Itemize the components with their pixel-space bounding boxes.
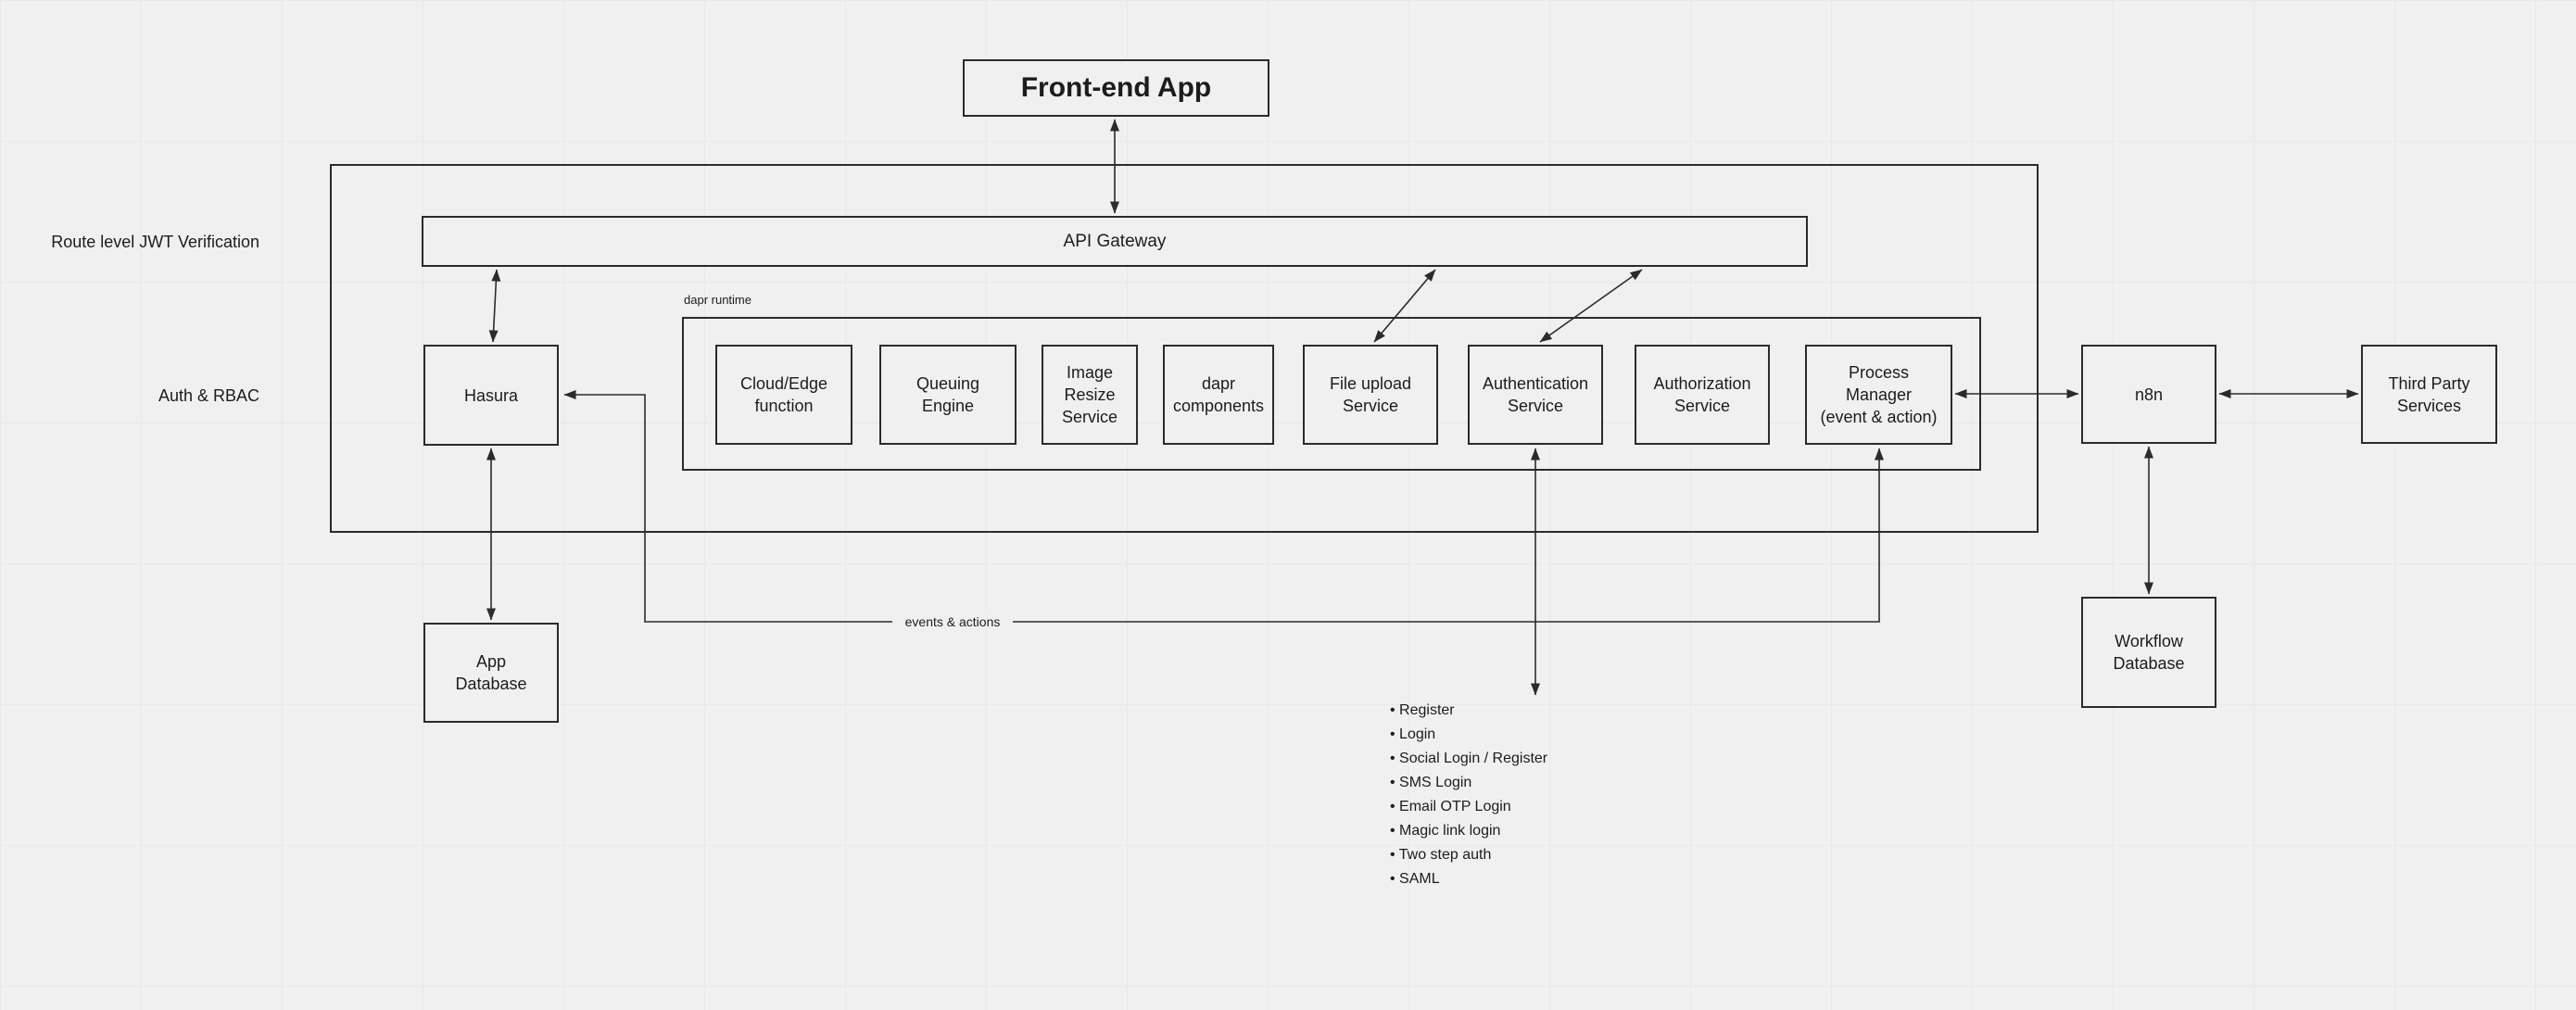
auth-feature-item: • SMS Login [1390, 775, 1472, 790]
route-level-jwt-verification-label: Route level JWT Verification [51, 233, 259, 251]
auth-feature-item: • Email OTP Login [1390, 799, 1511, 814]
auth-feature-item: • Two step auth [1390, 847, 1492, 863]
auth-feature-item: • Magic link login [1390, 823, 1501, 839]
auth-feature-item: • Login [1390, 726, 1436, 742]
queuing-engine-node[interactable]: Queuing Engine [879, 345, 1017, 445]
cloud-edge-function-node[interactable]: Cloud/Edge function [715, 345, 852, 445]
hasura-node[interactable]: Hasura [423, 345, 559, 446]
workflow-database-node[interactable]: Workflow Database [2081, 597, 2216, 708]
auth-rbac-label: Auth & RBAC [158, 386, 259, 405]
image-resize-service-node[interactable]: Image Resize Service [1042, 345, 1138, 445]
process-manager-node[interactable]: Process Manager (event & action) [1805, 345, 1952, 445]
dapr-components-node[interactable]: dapr components [1163, 345, 1274, 445]
file-upload-service-node[interactable]: File upload Service [1303, 345, 1438, 445]
authorization-service-node[interactable]: Authorization Service [1635, 345, 1770, 445]
auth-features-list: • Register • Login • Social Login / Regi… [1390, 699, 1547, 891]
api-gateway-node[interactable]: API Gateway [422, 216, 1808, 267]
front-end-app-node[interactable]: Front-end App [963, 59, 1269, 117]
dapr-runtime-label: dapr runtime [684, 293, 751, 307]
auth-feature-item: • Register [1390, 702, 1455, 718]
n8n-node[interactable]: n8n [2081, 345, 2216, 444]
events-actions-edge-label: events & actions [892, 613, 1013, 630]
third-party-services-node[interactable]: Third Party Services [2361, 345, 2497, 444]
authentication-service-node[interactable]: Authentication Service [1468, 345, 1603, 445]
auth-feature-item: • SAML [1390, 871, 1440, 887]
auth-feature-item: • Social Login / Register [1390, 751, 1548, 766]
app-database-node[interactable]: App Database [423, 623, 559, 723]
